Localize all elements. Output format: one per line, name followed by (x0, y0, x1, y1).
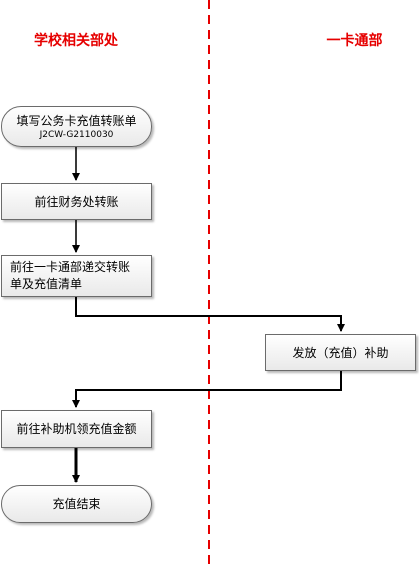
node-label-line1: 前往一卡通部递交转账 (10, 260, 131, 274)
process-node-finance-transfer: 前往财务处转账 (1, 183, 152, 220)
arrow-issue-to-claim (72, 371, 342, 408)
node-label: 前往补助机领充值金额 (16, 422, 137, 436)
node-label: 充值结束 (52, 497, 101, 511)
node-label: 前往财务处转账 (34, 194, 119, 209)
node-label: 填写公务卡充值转账单 (16, 113, 137, 128)
lane-header-school-departments: 学校相关部处 (34, 33, 118, 49)
process-node-issue-subsidy: 发放（充值）补助 (265, 334, 416, 371)
lane-header-card-department: 一卡通部 (326, 33, 383, 49)
arrow-submit-to-issue (75, 297, 345, 332)
node-label: 发放（充值）补助 (292, 345, 389, 360)
process-node-submit-documents: 前往一卡通部递交转账 单及充值清单 (1, 255, 152, 297)
start-node-fill-form: 填写公务卡充值转账单 J2CW-G2110030 (1, 106, 152, 147)
process-node-claim-amount: 前往补助机领充值金额 (1, 410, 152, 448)
end-node-recharge-complete: 充值结束 (1, 485, 152, 523)
form-code: J2CW-G2110030 (39, 129, 114, 140)
node-label-line2: 单及充值清单 (10, 277, 83, 291)
